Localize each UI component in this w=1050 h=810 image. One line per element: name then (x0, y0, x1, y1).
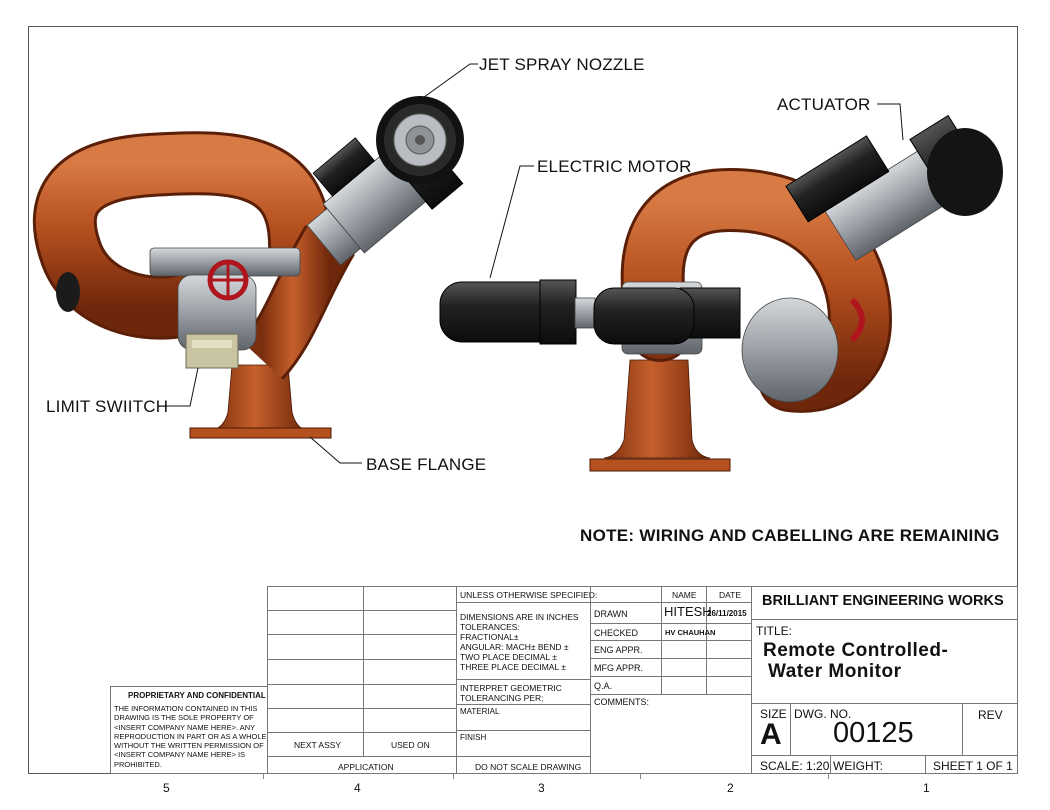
checked-label: CHECKED (594, 628, 639, 638)
model-illustration (32, 63, 1003, 472)
size-label: SIZE (760, 707, 787, 721)
zone-number: 4 (354, 781, 361, 795)
tolerance-text: DIMENSIONS ARE IN INCHES TOLERANCES: FRA… (460, 612, 579, 672)
drawing-title-line2: Water Monitor (768, 661, 902, 682)
callout-limit-switch: LIMIT SWIITCH (46, 397, 169, 416)
name-header: NAME (672, 590, 697, 600)
zone-number: 2 (727, 781, 734, 795)
drawing-note: NOTE: WIRING AND CABELLING ARE REMAINING (580, 526, 1000, 545)
callout-actuator: ACTUATOR (777, 95, 871, 114)
zone-tick (828, 774, 829, 779)
leader-lines (162, 63, 904, 464)
zone-tick (640, 774, 641, 779)
zone-tick (263, 774, 264, 779)
drawing-title-line1: Remote Controlled- (763, 640, 949, 661)
title-block (751, 586, 1018, 774)
comments-label: COMMENTS: (594, 697, 649, 707)
drawn-name: HITESH (664, 604, 712, 619)
rev-label: REV (978, 708, 1003, 722)
interpret-text: INTERPRET GEOMETRIC TOLERANCING PER: (460, 683, 562, 703)
qa-label: Q.A. (594, 681, 613, 691)
scale-value: SCALE: 1:20 (760, 759, 830, 773)
dwg-no-label: DWG. NO. (794, 707, 852, 721)
callout-base-flange: BASE FLANGE (366, 455, 487, 474)
drawn-date: 26/11/2015 (707, 609, 747, 618)
eng-appr-label: ENG APPR. (594, 645, 643, 655)
application-label: APPLICATION (338, 762, 394, 772)
do-not-scale-label: DO NOT SCALE DRAWING (475, 762, 582, 772)
company-name: BRILLIANT ENGINEERING WORKS (762, 593, 1004, 609)
checked-name: HV CHAUHAN (665, 628, 716, 637)
zone-number: 3 (538, 781, 545, 795)
sheet-value: SHEET 1 OF 1 (933, 759, 1013, 773)
proprietary-heading: PROPRIETARY AND CONFIDENTIAL (128, 691, 266, 700)
callout-jet-spray-nozzle: JET SPRAY NOZZLE (479, 55, 645, 74)
material-label: MATERIAL (460, 707, 500, 716)
dwg-no-value: 00125 (833, 717, 914, 749)
weight-label: WEIGHT: (833, 759, 883, 773)
zone-number: 1 (923, 781, 930, 795)
used-on-label: USED ON (391, 740, 430, 750)
drawn-label: DRAWN (594, 609, 628, 619)
title-label: TITLE: (756, 624, 793, 638)
zone-number: 5 (163, 781, 170, 795)
finish-label: FINISH (460, 733, 487, 742)
callout-electric-motor: ELECTRIC MOTOR (537, 157, 692, 176)
date-header: DATE (719, 590, 742, 600)
right-view-assembly (439, 114, 1003, 472)
zone-tick (453, 774, 454, 779)
size-value: A (760, 718, 782, 751)
left-view-assembly (32, 96, 464, 439)
mfg-appr-label: MFG APPR. (594, 663, 644, 673)
next-assy-label: NEXT ASSY (294, 740, 342, 750)
unless-specified: UNLESS OTHERWISE SPECIFIED: (460, 590, 598, 600)
proprietary-text: THE INFORMATION CONTAINED IN THIS DRAWIN… (114, 704, 267, 769)
